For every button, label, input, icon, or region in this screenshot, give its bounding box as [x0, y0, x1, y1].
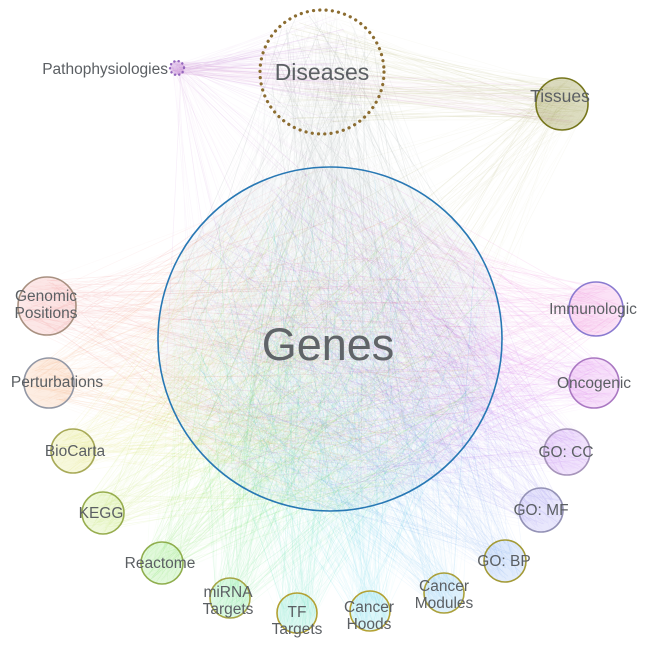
edge-bundle-cancer-hoods-genes [182, 208, 476, 631]
edge-bundle-go-bp-genes [197, 186, 521, 577]
edge-bundle-pathophysiologies-genes [170, 64, 490, 495]
edge-bundle-pathophysiologies-diseases [170, 29, 362, 106]
edge-bundle-go-mf-genes [210, 173, 561, 529]
node-fill-reactome [141, 542, 183, 584]
node-fill-genomic-positions [18, 277, 76, 335]
node-circle-pathophysiologies[interactable] [168, 59, 186, 77]
node-label-go-mf[interactable]: GO: MF [513, 502, 569, 519]
node-fill-biocarta [51, 429, 95, 473]
node-circle-perturbations[interactable] [23, 357, 75, 409]
node-fill-oncogenic [569, 358, 619, 408]
layer-node-fills [18, 61, 623, 633]
node-circle-kegg[interactable] [81, 491, 125, 535]
edge-bundle-go-bp-genes [177, 197, 523, 581]
node-circle-cancer-modules[interactable] [423, 572, 465, 614]
node-label-immunologic[interactable]: Immunologic [549, 301, 637, 318]
node-circle-diseases[interactable] [258, 8, 386, 136]
edge-bundle-go-mf-genes [185, 185, 561, 525]
node-fill-go-bp [484, 540, 526, 582]
edge-bundle-perturbations-genes [27, 205, 490, 509]
edge-bundle-biocarta-genes [58, 221, 475, 472]
edge-bundle-mirna-targets-genes [208, 172, 492, 614]
edge-bundle-go-cc-genes [208, 173, 588, 486]
node-label-go-cc[interactable]: GO: CC [538, 444, 594, 461]
node-fill-go-cc [544, 429, 590, 475]
node-label-reactome[interactable]: Reactome [124, 555, 196, 572]
layer-edge-bundles [19, 12, 622, 631]
node-label-tissues[interactable]: Tissues [530, 86, 590, 106]
node-label-perturbations[interactable]: Perturbations [10, 374, 104, 391]
edge-bundle-reactome-genes [142, 218, 490, 582]
edge-bundle-genomic-positions-genes [19, 177, 490, 505]
node-label-go-bp[interactable]: GO: BP [477, 553, 531, 570]
node-circle-go-mf[interactable] [518, 487, 564, 533]
edge-bundle-oncogenic-genes [200, 208, 617, 490]
edge-bundle-immunologic-genes [171, 190, 618, 501]
node-fill-mirna-targets [210, 578, 250, 618]
node-fill-cancer-hoods [350, 591, 390, 631]
node-circle-tf-targets[interactable] [276, 592, 318, 634]
node-fill-tf-targets [277, 593, 317, 633]
node-fill-pathophysiologies [170, 61, 184, 75]
node-fill-cancer-modules [424, 573, 464, 613]
edge-bundle-kegg-genes [86, 181, 488, 533]
edge-bundle-mirna-targets-genes [164, 191, 478, 618]
node-circle-immunologic[interactable] [568, 281, 624, 337]
edge-bundle-perturbations-genes [25, 178, 484, 493]
node-fill-go-mf [519, 488, 563, 532]
node-circle-genes[interactable] [157, 166, 503, 512]
node-circle-biocarta[interactable] [50, 428, 96, 474]
node-fill-immunologic [569, 282, 623, 336]
node-circle-cancer-hoods[interactable] [349, 590, 391, 632]
edge-bundle-pathophysiologies-diseases [170, 16, 358, 134]
edge-bundle-biocarta-genes [52, 190, 485, 509]
edge-bundle-oncogenic-genes [167, 170, 615, 496]
edge-bundle-diseases-genes [178, 15, 492, 481]
edge-bundle-pathophysiologies-diseases [171, 14, 384, 126]
node-circle-go-bp[interactable] [483, 539, 527, 583]
node-label-genes[interactable]: Genes [261, 319, 395, 370]
edge-bundle-pathophysiologies-tissues [171, 63, 574, 122]
edge-bundle-tissues-genes [179, 80, 576, 491]
node-label-biocarta[interactable]: BioCarta [44, 443, 106, 460]
node-label-kegg[interactable]: KEGG [78, 505, 124, 522]
edge-bundle-tissues-diseases [261, 22, 585, 122]
node-circle-oncogenic[interactable] [568, 357, 620, 409]
edge-bundle-pathophysiologies-tissues [170, 63, 573, 124]
node-circle-mirna-targets[interactable] [209, 577, 251, 619]
edge-bundle-tissues-diseases [270, 22, 588, 128]
edge-bundle-pathophysiologies-genes [165, 62, 495, 474]
node-circle-genomic-positions[interactable] [17, 276, 77, 336]
node-label-oncogenic[interactable]: Oncogenic [556, 375, 632, 392]
edge-bundle-genomic-positions-genes [19, 167, 469, 478]
layer-node-rings [17, 8, 624, 634]
edge-bundle-immunologic-genes [245, 170, 622, 487]
node-circle-go-cc[interactable] [543, 428, 591, 476]
edge-bundle-kegg-genes [85, 176, 479, 534]
edge-bundle-cancer-modules-genes [179, 187, 479, 611]
node-fill-perturbations [24, 358, 74, 408]
edge-bundle-tf-targets-genes [177, 194, 477, 630]
node-circle-reactome[interactable] [140, 541, 184, 585]
node-fill-genes [158, 167, 502, 511]
node-fill-tissues [536, 78, 588, 130]
edge-bundle-cancer-modules-genes [175, 173, 476, 610]
edge-bundle-tf-targets-genes [195, 211, 471, 628]
edge-bundle-go-cc-genes [170, 182, 589, 498]
node-label-pathophysiologies[interactable]: Pathophysiologies [42, 61, 168, 78]
node-fill-kegg [82, 492, 124, 534]
node-label-diseases[interactable]: Diseases [274, 59, 370, 85]
edge-bundle-cancer-hoods-genes [193, 189, 486, 630]
node-circle-tissues[interactable] [535, 77, 589, 131]
